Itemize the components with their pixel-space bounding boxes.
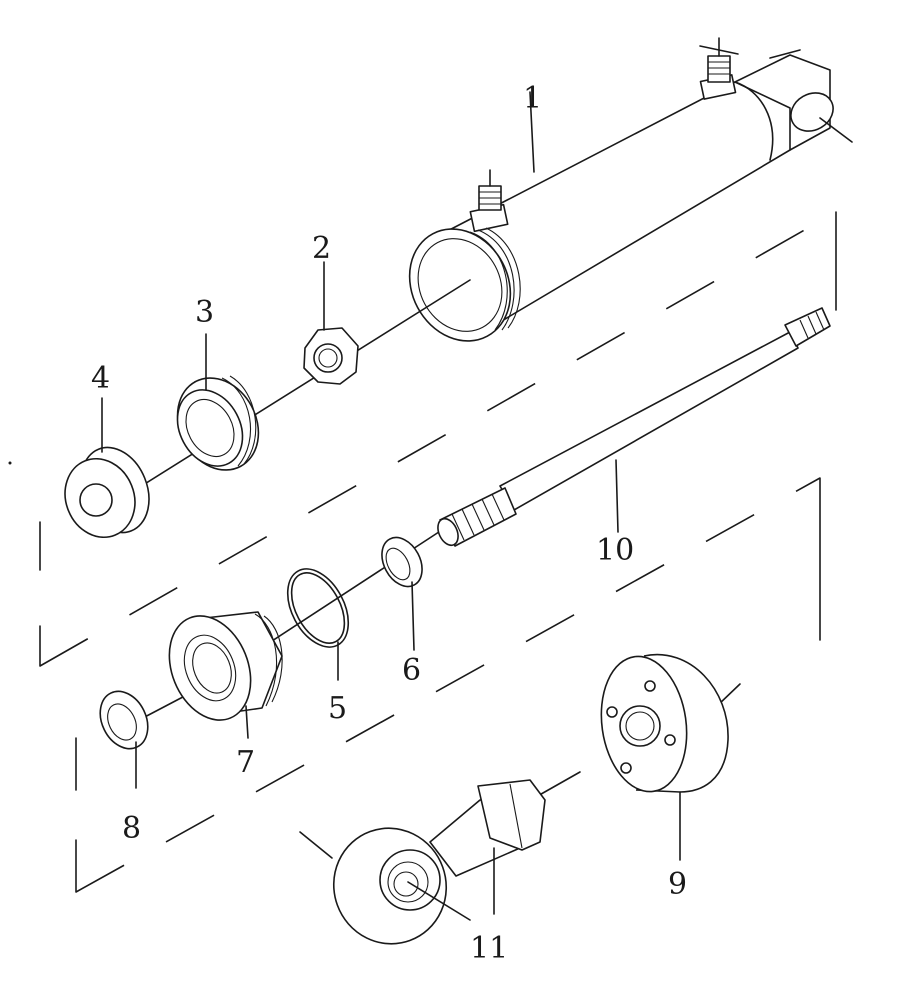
part-2-hex-nut — [303, 261, 359, 385]
part-6-ring — [381, 536, 423, 651]
part-1-cylinder-barrel — [408, 37, 853, 342]
part-3-threaded-ring — [176, 333, 260, 471]
stray-dot — [8, 461, 12, 465]
part-9-cap-nut — [600, 653, 729, 861]
callout-9: 9 — [668, 867, 687, 902]
callout-5: 5 — [328, 691, 347, 726]
callout-8: 8 — [122, 811, 141, 846]
callout-4: 4 — [91, 361, 110, 396]
rod-end-axis — [299, 831, 333, 859]
part-8-washer — [99, 690, 149, 789]
callout-1: 1 — [523, 81, 542, 116]
callout-11: 11 — [470, 931, 508, 966]
callout-6: 6 — [402, 653, 421, 688]
part-5-o-ring — [286, 568, 350, 681]
axis-line-upper — [99, 279, 471, 513]
part-11-rod-end — [332, 779, 546, 945]
part-7-gland — [168, 611, 283, 739]
callout-7: 7 — [236, 745, 255, 780]
part-10-piston-rod — [437, 307, 831, 547]
callout-10: 10 — [596, 533, 634, 568]
callout-2: 2 — [312, 231, 331, 266]
assembly-bracket-upper — [39, 211, 837, 667]
part-4-piston-cap — [64, 397, 150, 539]
assembly-bracket-lower — [75, 477, 821, 893]
callout-3: 3 — [195, 295, 214, 330]
